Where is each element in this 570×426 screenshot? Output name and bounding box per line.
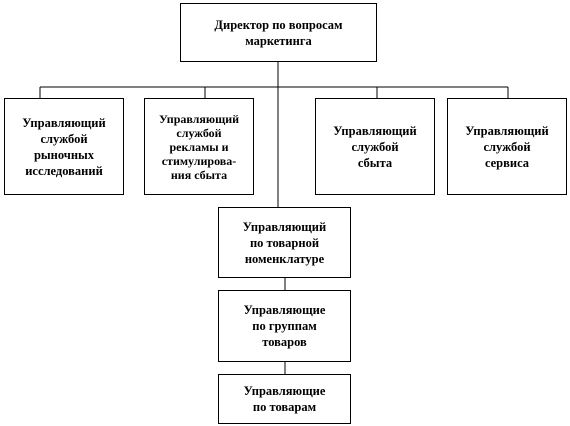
- sales-manager-label: Управляющий службой сбыта: [333, 123, 417, 170]
- product-managers-box: Управляющие по товарам: [218, 374, 351, 424]
- product-group-managers-box: Управляющие по группам товаров: [218, 290, 351, 362]
- service-manager-box: Управляющий службой сервиса: [447, 98, 567, 195]
- product-managers-label: Управляющие по товарам: [243, 384, 326, 414]
- advertising-manager-box: Управляющий службой рекламы и стимулиров…: [144, 98, 254, 195]
- market-research-manager-box: Управляющий службой рыночных исследовани…: [4, 98, 124, 195]
- advertising-manager-label: Управляющий службой рекламы и стимулиров…: [158, 111, 240, 182]
- service-manager-label: Управляющий службой сервиса: [465, 123, 549, 170]
- product-group-managers-label: Управляющие по группам товаров: [243, 303, 326, 349]
- director-label: Директор по вопросам маркетинга: [214, 17, 343, 48]
- product-line-manager-label: Управляющий по товарной номенклатуре: [242, 219, 327, 266]
- market-research-manager-label: Управляющий службой рыночных исследовани…: [22, 115, 106, 178]
- sales-manager-box: Управляющий службой сбыта: [315, 98, 435, 195]
- director-box: Директор по вопросам маркетинга: [180, 3, 377, 62]
- product-line-manager-box: Управляющий по товарной номенклатуре: [218, 207, 351, 278]
